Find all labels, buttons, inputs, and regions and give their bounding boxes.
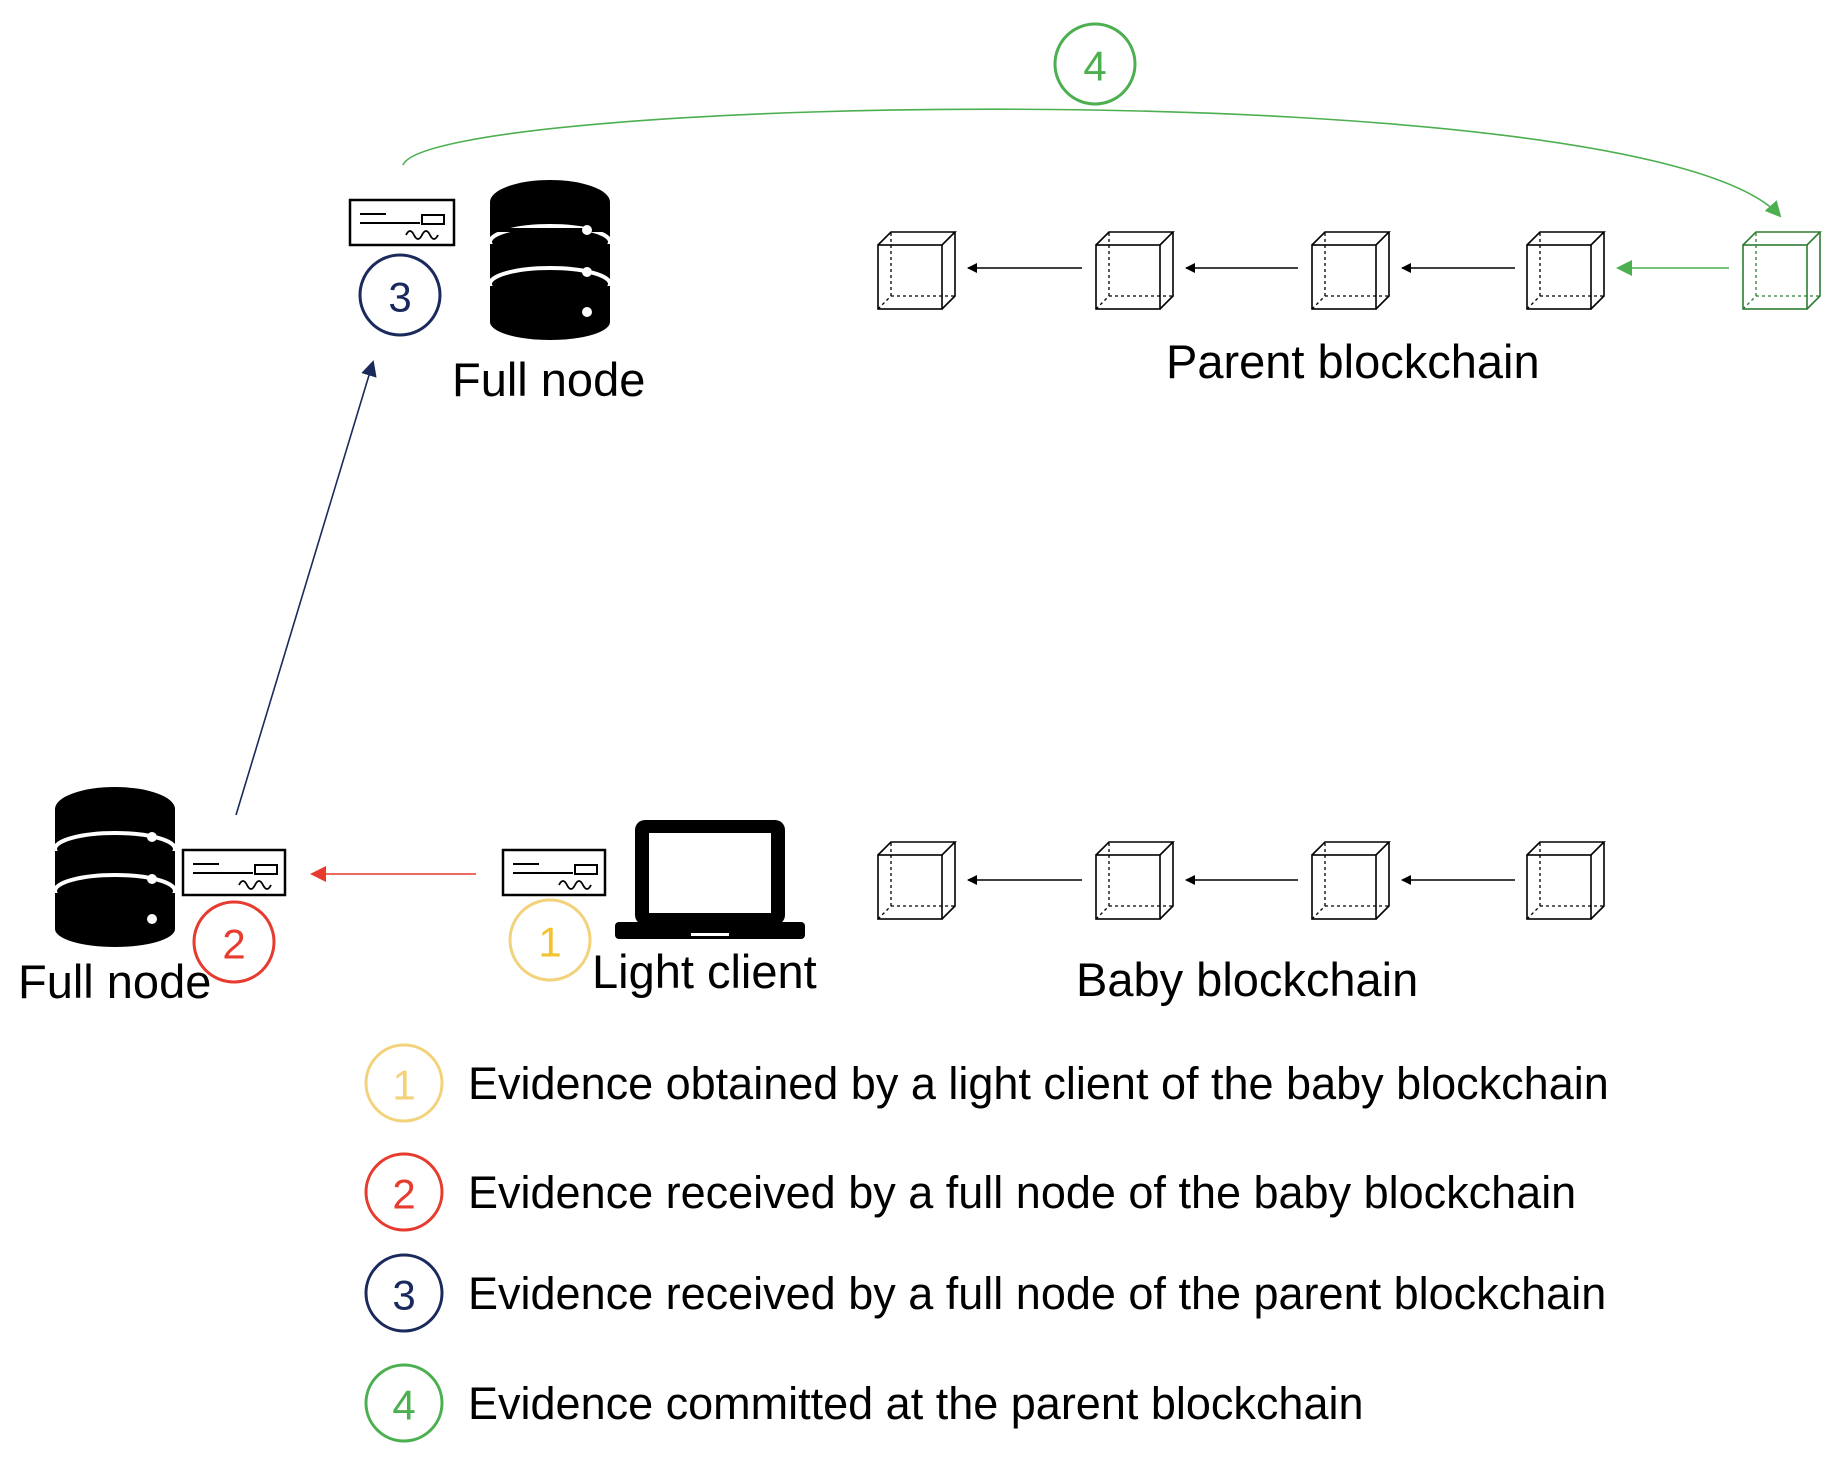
evidence-document-icon <box>348 198 456 247</box>
legend: 1 Evidence obtained by a light client of … <box>364 1043 1609 1443</box>
block-cube-icon <box>1526 841 1606 920</box>
step-2-number: 2 <box>222 921 245 968</box>
legend-text: Evidence received by a full node of the … <box>468 1268 1606 1319</box>
database-icon <box>53 787 177 947</box>
legend-text: Evidence obtained by a light client of t… <box>468 1058 1609 1109</box>
full-node-bottom-label: Full node <box>18 955 211 1008</box>
baby-chain-label: Baby blockchain <box>1076 953 1418 1006</box>
block-cube-icon <box>1095 231 1175 310</box>
legend-item: 4 Evidence committed at the parent blockc… <box>364 1363 1364 1443</box>
legend-number: 2 <box>392 1171 415 1218</box>
block-cube-icon <box>1742 231 1822 310</box>
baby-blockchain <box>877 841 1606 920</box>
legend-badge <box>364 1152 444 1232</box>
step-3-number: 3 <box>388 274 411 321</box>
step-2-badge: 2 <box>192 900 276 984</box>
legend-number: 1 <box>392 1062 415 1109</box>
legend-item: 2 Evidence received by a full node of the… <box>364 1152 1576 1232</box>
step-3-badge: 3 <box>358 253 442 337</box>
step-4-badge: 4 <box>1053 22 1137 106</box>
legend-badge <box>364 1363 444 1443</box>
block-cube-icon <box>1311 841 1391 920</box>
parent-chain-label: Parent blockchain <box>1166 335 1540 388</box>
block-cube-icon <box>1311 231 1391 310</box>
block-cube-icon <box>1526 231 1606 310</box>
forward-to-parent-arrow <box>235 360 377 816</box>
legend-item: 3 Evidence received by a full node of the… <box>364 1253 1606 1333</box>
legend-badge <box>364 1253 444 1333</box>
legend-text: Evidence received by a full node of the … <box>468 1167 1576 1218</box>
legend-badge <box>364 1043 444 1123</box>
laptop-icon <box>615 820 805 939</box>
legend-item: 1 Evidence obtained by a light client of … <box>364 1043 1609 1123</box>
block-cube-icon <box>877 231 957 310</box>
commit-arrow <box>402 108 1782 218</box>
evidence-document-icon <box>501 848 607 897</box>
database-icon <box>488 180 612 340</box>
block-cube-icon <box>1095 841 1175 920</box>
light-client-label: Light client <box>592 945 817 998</box>
legend-number: 4 <box>392 1382 415 1429</box>
parent-blockchain <box>877 231 1822 310</box>
legend-number: 3 <box>392 1272 415 1319</box>
evidence-document-icon <box>181 848 287 897</box>
full-node-top-label: Full node <box>452 353 645 406</box>
block-cube-icon <box>877 841 957 920</box>
step-4-number: 4 <box>1083 43 1106 90</box>
step-1-badge: 1 <box>508 898 592 982</box>
step-1-number: 1 <box>538 919 561 966</box>
legend-text: Evidence committed at the parent blockch… <box>468 1378 1364 1429</box>
